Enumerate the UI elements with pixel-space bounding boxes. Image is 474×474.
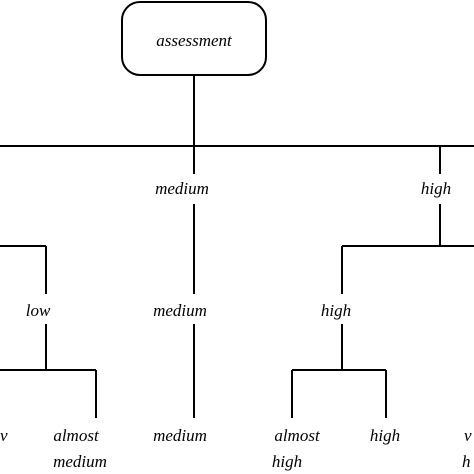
leaf-partial-right-line2: h: [462, 452, 471, 471]
node-medium-level1: medium: [155, 179, 209, 198]
root-node-label: assessment: [156, 31, 233, 50]
leaf-almost-medium-line1: almost: [53, 426, 100, 445]
node-medium-level2: medium: [153, 301, 207, 320]
leaf-partial-left: v: [0, 426, 8, 445]
leaf-high: high: [370, 426, 400, 445]
root-node: assessment: [121, 1, 267, 76]
tree-edges: [0, 75, 474, 418]
node-high-level2: high: [321, 301, 351, 320]
leaf-medium: medium: [153, 426, 207, 445]
node-low: low: [26, 301, 51, 320]
leaf-almost-high-line2: high: [272, 452, 302, 471]
leaf-partial-right-line1: v: [464, 426, 472, 445]
node-high-level1: high: [421, 179, 451, 198]
leaf-almost-high-line1: almost: [274, 426, 321, 445]
leaf-almost-medium-line2: medium: [53, 452, 107, 471]
